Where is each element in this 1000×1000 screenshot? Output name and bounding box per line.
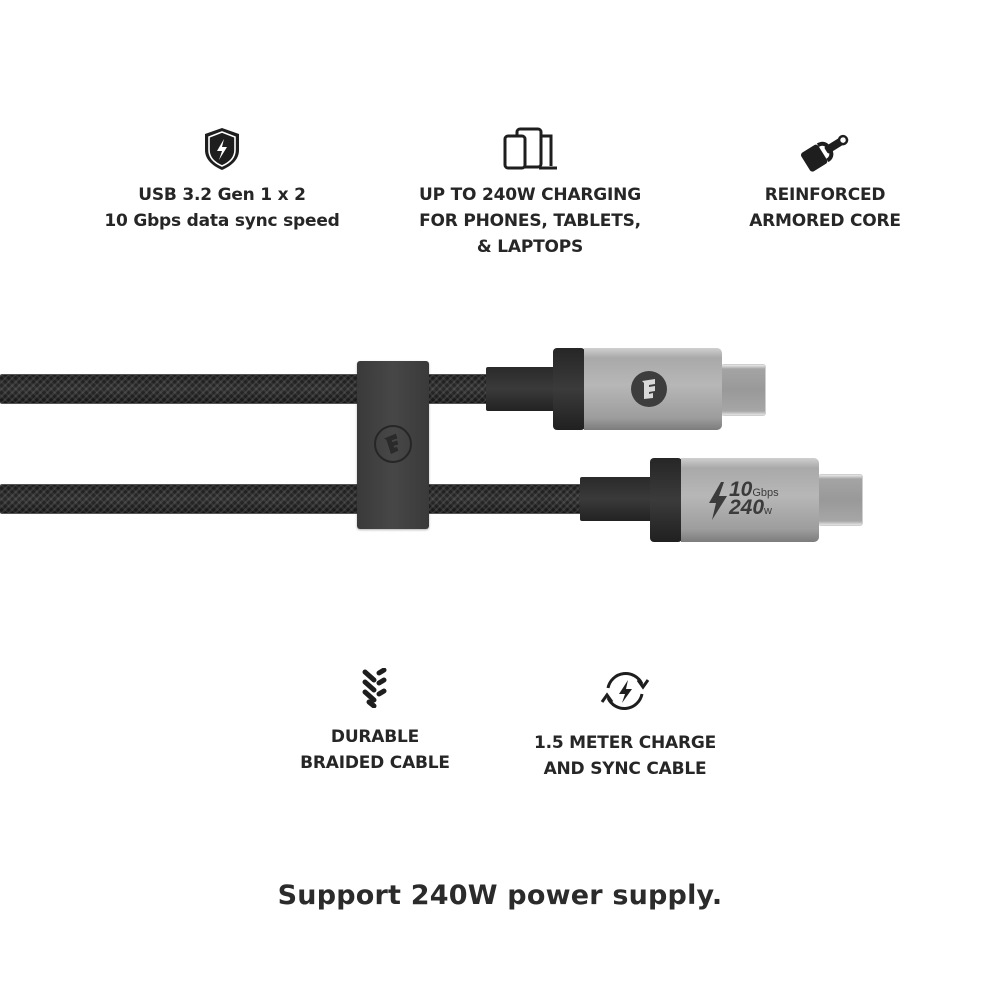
sync-charge-icon [600, 672, 650, 710]
speed-value: 10 [729, 478, 753, 501]
devices-icon [503, 127, 557, 170]
feature-line: 10 Gbps data sync speed [104, 211, 340, 231]
feature-armored-core: REINFORCED ARMORED CORE [730, 126, 920, 234]
feature-line: FOR PHONES, TABLETS, [419, 211, 641, 231]
feature-usb-text: USB 3.2 Gen 1 x 2 10 Gbps data sync spee… [82, 182, 362, 234]
feature-1-5m-cable: 1.5 METER CHARGE AND SYNC CABLE [520, 668, 730, 782]
cable-core-icon [801, 134, 849, 172]
connector-housing-top [584, 348, 722, 430]
feature-line: BRAIDED CABLE [300, 753, 450, 773]
feature-240w-charging: UP TO 240W CHARGING FOR PHONES, TABLETS,… [390, 126, 670, 260]
brand-logo-icon [631, 371, 667, 407]
feature-line: & LAPTOPS [476, 237, 584, 257]
feature-core-text: REINFORCED ARMORED CORE [730, 182, 920, 234]
feature-braid-text: DURABLE BRAIDED CABLE [290, 724, 460, 776]
bolt-icon [709, 482, 727, 520]
feature-line: ARMORED CORE [749, 211, 901, 231]
power-unit: w [764, 505, 772, 517]
connector-housing-bottom: 10Gbps 240w [681, 458, 819, 542]
feature-line: UP TO 240W CHARGING [419, 185, 641, 205]
tagline: Support 240W power supply. [277, 880, 723, 911]
shield-bolt-icon [205, 128, 239, 170]
leather-cable-strap [357, 361, 429, 529]
speed-unit: Gbps [752, 487, 779, 499]
connector-collar-bottom [650, 458, 682, 542]
usb-c-plug-bottom [818, 474, 863, 526]
braid-icon [362, 668, 387, 708]
feature-line: REINFORCED [764, 185, 886, 205]
feature-braided-cable: DURABLE BRAIDED CABLE [290, 668, 460, 776]
brand-logo-icon [374, 425, 412, 463]
strain-relief-bottom [580, 477, 652, 521]
usb-c-plug-top [721, 364, 766, 416]
feature-line: 1.5 METER CHARGE [533, 733, 717, 753]
connector-collar-top [553, 348, 585, 430]
strain-relief-top [486, 367, 558, 411]
feature-line: USB 3.2 Gen 1 x 2 [138, 185, 306, 205]
feature-usb-speed: USB 3.2 Gen 1 x 2 10 Gbps data sync spee… [82, 126, 362, 234]
feature-charge-text: UP TO 240W CHARGING FOR PHONES, TABLETS,… [390, 182, 670, 260]
feature-meter-text: 1.5 METER CHARGE AND SYNC CABLE [520, 730, 730, 782]
feature-line: DURABLE [330, 727, 420, 747]
power-value: 240 [729, 496, 765, 519]
feature-line: AND SYNC CABLE [543, 759, 707, 779]
braided-cable-bottom [0, 484, 585, 514]
